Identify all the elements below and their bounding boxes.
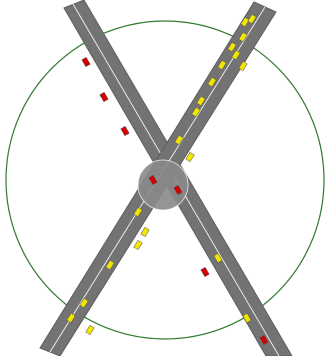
car-red [82, 57, 90, 66]
intersection-zone [138, 160, 188, 210]
car-yellow [134, 240, 142, 249]
car-red [201, 267, 209, 276]
car-red [100, 92, 108, 101]
car-red [121, 126, 129, 135]
car-yellow [86, 325, 94, 334]
car-yellow [141, 227, 149, 236]
